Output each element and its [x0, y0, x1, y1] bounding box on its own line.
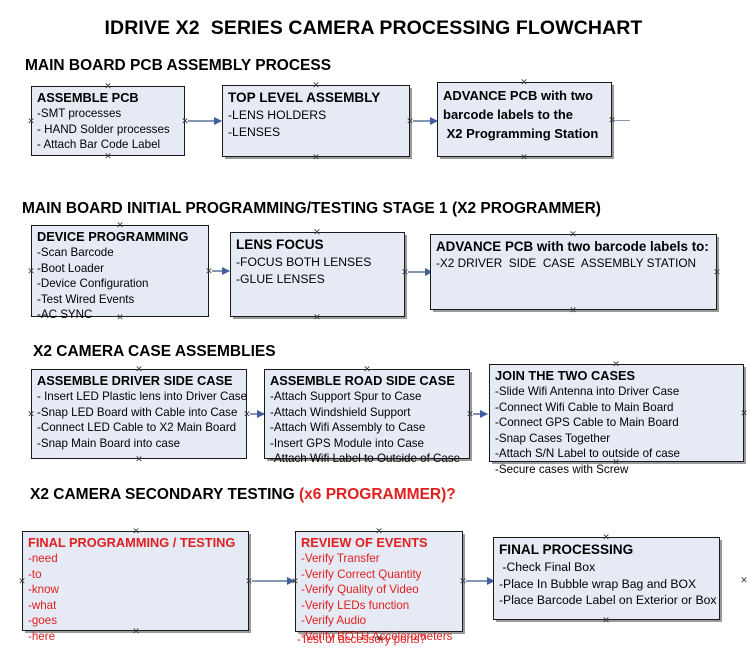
box-line: -here: [28, 629, 56, 643]
box-title: FINAL PROGRAMMING / TESTING: [28, 535, 236, 550]
box-line: -need: [28, 552, 58, 565]
box-line: -Snap Main Board into case: [37, 436, 181, 450]
box-line: -FOCUS BOTH LENSES: [236, 255, 372, 269]
box-title: REVIEW OF EVENTS: [301, 535, 428, 550]
connector-arrow: [408, 267, 433, 276]
page-title: IDRIVE X2 SERIES CAMERA PROCESSING FLOWC…: [104, 17, 643, 39]
box-line: -Check Final Box: [499, 560, 596, 574]
box-line: - Insert LED Plastic lens into Driver Ca…: [37, 390, 248, 403]
box-line: -LENS HOLDERS: [228, 108, 327, 122]
box-overflow-line: -Test of accessory ports?: [297, 633, 426, 646]
box-review-of-events[interactable]: REVIEW OF EVENTS -Verify Transfer -Verif…: [295, 531, 463, 643]
box-device-programming[interactable]: DEVICE PROGRAMMING -Scan Barcode -Boot L…: [31, 225, 209, 321]
box-line: X2 Programming Station: [443, 126, 599, 141]
section-heading-text: X2 CAMERA SECONDARY TESTING: [30, 486, 299, 503]
connector-arrow: [413, 116, 438, 125]
box-title: FINAL PROCESSING: [499, 542, 634, 557]
box-line: - Attach Bar Code Label: [37, 138, 161, 152]
box-line: -Attach Windshield Support: [270, 405, 411, 419]
box-line: -Connect GPS Cable to Main Board: [495, 416, 679, 430]
box-line: -Place Barcode Label on Exterior or Box: [499, 593, 717, 607]
box-title: ASSEMBLE ROAD SIDE CASE: [270, 373, 455, 388]
box-line: -Boot Loader: [37, 261, 105, 275]
box-line: -Snap LED Board with Cable into Case: [37, 405, 238, 419]
box-title: JOIN THE TWO CASES: [495, 368, 636, 383]
section-heading-x2-camera-secondary-testing: X2 CAMERA SECONDARY TESTING (x6 PROGRAMM…: [30, 486, 456, 504]
box-assemble-road-side-case[interactable]: ASSEMBLE ROAD SIDE CASE -Attach Support …: [264, 369, 470, 465]
box-line: -to: [28, 567, 42, 581]
box-line: -Attach Wifi Assembly to Case: [270, 421, 426, 435]
box-top-level-assembly[interactable]: TOP LEVEL ASSEMBLY -LENS HOLDERS -LENSES: [222, 85, 410, 157]
box-final-processing[interactable]: FINAL PROCESSING -Check Final Box -Place…: [493, 537, 720, 620]
box-title: ASSEMBLE DRIVER SIDE CASE: [37, 373, 233, 388]
box-line: -GLUE LENSES: [236, 271, 325, 286]
box-line: -know: [28, 583, 59, 597]
box-line: -X2 DRIVER SIDE CASE ASSEMBLY STATION: [436, 256, 697, 270]
box-lens-focus[interactable]: LENS FOCUS -FOCUS BOTH LENSES -GLUE LENS…: [230, 232, 405, 317]
box-line: -Secure cases with Screw: [495, 462, 629, 476]
box-line: -Connect Wifi Cable to Main Board: [495, 400, 674, 414]
box-title: TOP LEVEL ASSEMBLY: [228, 90, 381, 105]
box-line: barcode labels to the: [443, 107, 574, 122]
box-title: LENS FOCUS: [236, 237, 324, 252]
section-heading-main-board-pcb-assembly: MAIN BOARD PCB ASSEMBLY PROCESS: [25, 57, 332, 74]
section-heading-x2-camera-case-assemblies: X2 CAMERA CASE ASSEMBLIES: [33, 343, 276, 360]
box-line: -Verify Correct Quantity: [301, 567, 422, 581]
box-line: -Place In Bubble wrap Bag and BOX: [499, 576, 697, 591]
box-line: -Insert GPS Module into Case: [270, 436, 425, 450]
box-assemble-pcb[interactable]: ASSEMBLE PCB -SMT processes - HAND Solde…: [31, 86, 185, 156]
box-line: -AC SYNC: [37, 308, 93, 322]
box-line: -what: [28, 598, 57, 612]
connector-arrow: [212, 266, 230, 275]
box-line: -SMT processes: [37, 107, 122, 120]
box-title: DEVICE PROGRAMMING: [37, 229, 189, 244]
box-line: -Attach S/N Label to outside of case: [495, 447, 680, 461]
box-line: -Attach Wifi Label to Outside of Case: [270, 452, 461, 466]
box-advance-pcb-to-driver-side-case-station[interactable]: ADVANCE PCB with two barcode labels to: …: [430, 234, 717, 310]
box-advance-pcb-to-x2-programming-station[interactable]: ADVANCE PCB with two barcode labels to t…: [437, 82, 612, 157]
box-line: - HAND Solder processes: [37, 122, 170, 136]
box-title: ASSEMBLE PCB: [37, 90, 139, 105]
box-line: -goes: [28, 614, 58, 628]
box-line: -Verify Audio: [301, 614, 367, 628]
box-line: -Verify LEDs function: [301, 598, 410, 612]
box-line: -Test Wired Events: [37, 292, 135, 306]
box-join-the-two-cases[interactable]: JOIN THE TWO CASES -Slide Wifi Antenna i…: [489, 364, 744, 476]
section-heading-main-board-initial-programming: MAIN BOARD INITIAL PROGRAMMING/TESTING S…: [22, 200, 601, 217]
box-assemble-driver-side-case[interactable]: ASSEMBLE DRIVER SIDE CASE - Insert LED P…: [31, 369, 247, 459]
box-line: -Attach Support Spur to Case: [270, 390, 422, 403]
box-title: ADVANCE PCB with two: [443, 88, 593, 103]
box-line: -Scan Barcode: [37, 246, 114, 259]
connector-arrow: [473, 409, 488, 418]
box-title: ADVANCE PCB with two barcode labels to:: [436, 239, 709, 254]
connector-arrow: [466, 576, 495, 585]
connector-arrow: [252, 576, 295, 585]
section-heading-suffix: (x6 PROGRAMMER)?: [299, 486, 456, 503]
box-line: -Connect LED Cable to X2 Main Board: [37, 421, 237, 435]
box-line: -Verify Quality of Video: [301, 583, 419, 597]
selection-handle[interactable]: [740, 576, 747, 585]
box-line: -Device Configuration: [37, 277, 149, 291]
box-line: -Verify Transfer: [301, 552, 380, 565]
box-final-programming-testing[interactable]: FINAL PROGRAMMING / TESTING -need -to -k…: [22, 531, 249, 643]
box-line: -Verify BOTH Accelerometers: [301, 629, 453, 643]
connector-arrow: [188, 116, 222, 125]
connector-stub: [614, 120, 630, 121]
box-line: -Slide Wifi Antenna into Driver Case: [495, 385, 680, 398]
box-line: -LENSES: [228, 124, 281, 139]
connector-arrow: [250, 409, 265, 418]
box-line: -Snap Cases Together: [495, 431, 611, 445]
